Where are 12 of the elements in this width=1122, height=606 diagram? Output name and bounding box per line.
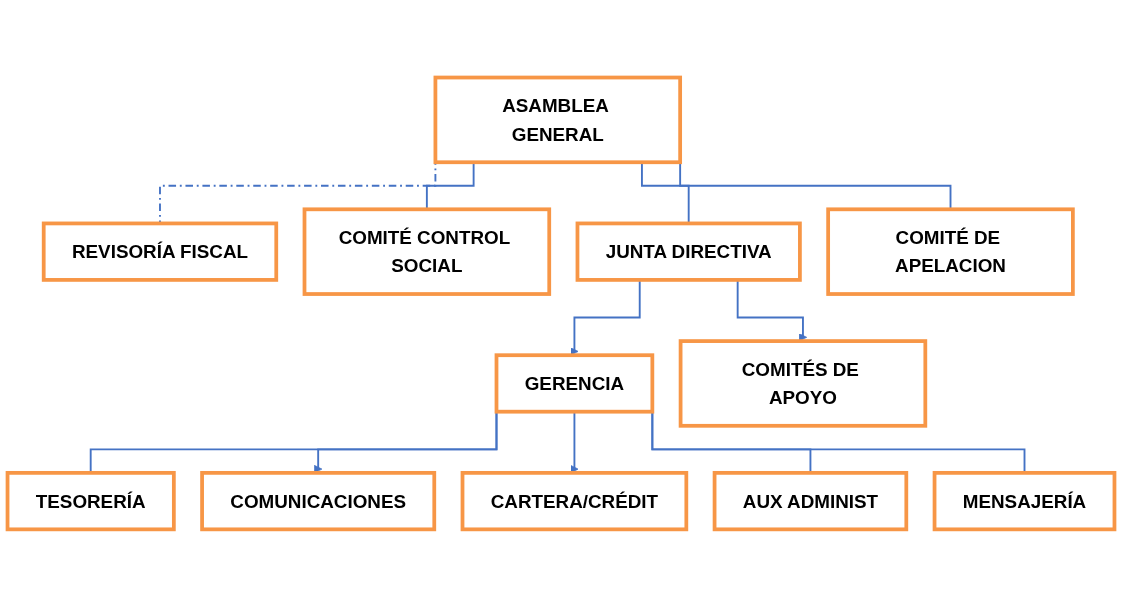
node-box: JUNTA DIRECTIVA xyxy=(575,221,802,282)
node-box: TESORERÍA xyxy=(5,470,176,531)
node-box: COMITÉ CONTROL SOCIAL xyxy=(302,207,552,296)
node-box: COMITÉ DE APELACION xyxy=(826,207,1075,296)
node-box: MENSAJERÍA xyxy=(932,470,1117,531)
node-box: CARTERA/CRÉDIT xyxy=(460,470,689,531)
node-box: GERENCIA xyxy=(494,352,655,414)
node-box: COMUNICACIONES xyxy=(200,470,437,531)
node-box: COMITÉS DE APOYO xyxy=(678,338,928,428)
node-box: REVISORÍA FISCAL xyxy=(41,221,279,282)
node-box: AUX ADMINIST xyxy=(712,470,909,531)
node-box: ASAMBLEA GENERAL xyxy=(433,75,683,164)
